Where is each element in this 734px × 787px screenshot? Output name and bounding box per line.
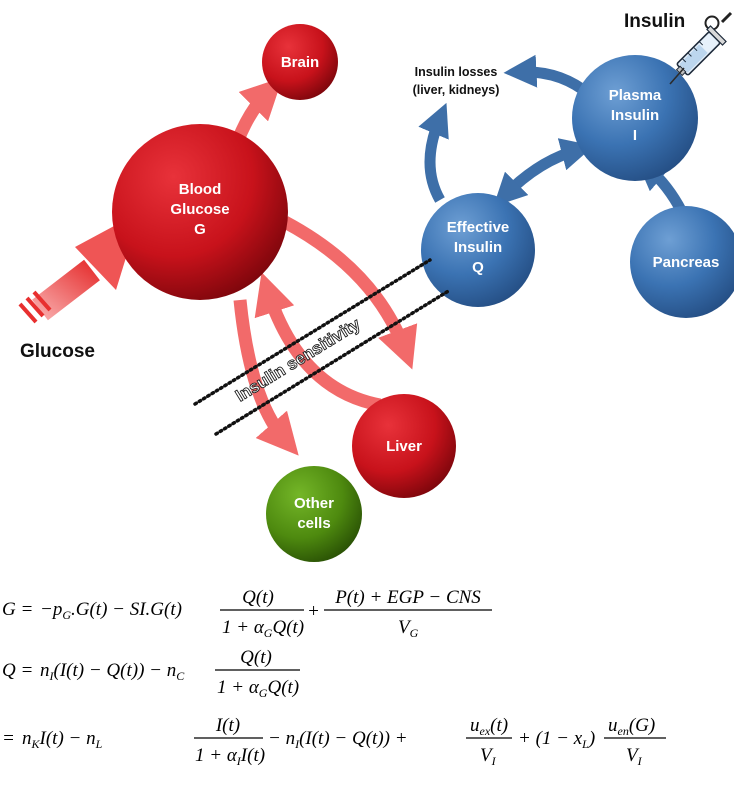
svg-text:nI(I(t) − Q(t)) − nC: nI(I(t) − Q(t)) − nC <box>40 660 185 683</box>
eq2-term1: n <box>40 660 50 681</box>
eq3-f2-den-sub: I <box>491 754 497 768</box>
equation-1: G = −pG.G(t) − SI.G(t) Q(t) 1 + αGQ(t) +… <box>2 587 492 640</box>
eq3-t3-sub: I <box>294 737 300 751</box>
eq2-term2: (I(t) − Q(t)) − n <box>54 660 177 681</box>
eq3-f3-num-end: (G) <box>629 715 655 736</box>
eq2-frac-den-end: Q(t) <box>267 677 299 698</box>
svg-text:Q =: Q = <box>2 660 33 681</box>
eq3-t4: (I(t) − Q(t)) + <box>299 728 407 749</box>
effective-insulin-label-line1: Effective <box>447 219 510 236</box>
insulin-label: Insulin <box>624 11 685 32</box>
eq1-frac1-den: 1 + α <box>222 617 265 638</box>
svg-text:−pG.G(t) − SI.G(t): −pG.G(t) − SI.G(t) <box>40 599 182 622</box>
eq3-f2-num-end: (t) <box>490 715 508 736</box>
brain-label: Brain <box>281 54 319 71</box>
eq3-f1-num: I(t) <box>215 715 240 736</box>
eq3-t3: − n <box>268 728 295 749</box>
eq3-t5-end: ) <box>588 728 595 749</box>
liver-to-glucose-arrow <box>254 272 382 412</box>
eq2-term2-sub: C <box>176 669 185 683</box>
glucose-to-brain-arrow <box>231 77 283 143</box>
svg-text:VI: VI <box>480 745 497 768</box>
eq3-f2-num: u <box>470 715 480 736</box>
blood-glucose-label-line2: Glucose <box>170 201 229 218</box>
eq3-f3-num: u <box>608 715 618 736</box>
eq3-f2-num-sub: ex <box>480 724 491 738</box>
pancreas-label: Pancreas <box>653 254 720 271</box>
svg-text:uen(G): uen(G) <box>608 715 655 738</box>
svg-text:+ (1 − xL): + (1 − xL) <box>518 728 595 751</box>
eq3-lhs: = <box>2 728 15 749</box>
eq1-frac2-den: V <box>398 617 412 638</box>
svg-text:nKI(t) − nL: nKI(t) − nL <box>22 728 103 751</box>
svg-text:− nI(I(t) − Q(t)) +: − nI(I(t) − Q(t)) + <box>268 728 408 751</box>
liver-label: Liver <box>386 438 422 455</box>
svg-text:VI: VI <box>626 745 643 768</box>
node-plasma-insulin: Plasma Insulin I <box>572 55 698 181</box>
insulin-losses-label-line1: Insulin losses <box>415 65 498 79</box>
glucose-to-other-cells-arrow <box>233 299 299 456</box>
eq2-frac-den: 1 + α <box>217 677 260 698</box>
svg-text:uex(t): uex(t) <box>470 715 508 738</box>
eq2-frac-num: Q(t) <box>240 647 272 668</box>
eq3-t2-sub: L <box>95 737 103 751</box>
eq3-f3-num-sub: en <box>618 724 629 738</box>
eq1-term1: −p <box>40 599 62 620</box>
blood-glucose-label-line1: Blood <box>179 181 222 198</box>
eq3-t5: + (1 − x <box>518 728 583 749</box>
node-brain: Brain <box>262 24 338 100</box>
eq1-term2: .G(t) − SI.G(t) <box>71 599 182 620</box>
node-liver: Liver <box>352 394 456 498</box>
eq1-frac2-den-sub: G <box>410 626 419 640</box>
eq3-t1-sub: K <box>31 737 41 751</box>
svg-text:1 + αII(t): 1 + αII(t) <box>195 745 265 768</box>
plasma-insulin-label-line2: Insulin <box>611 107 659 124</box>
plasma-effective-exchange-arrow <box>493 138 594 207</box>
eq3-f1-den-end: I(t) <box>240 745 265 766</box>
eq1-lhs: G = <box>2 599 33 620</box>
node-other-cells: Other cells <box>266 466 362 562</box>
blood-glucose-label-line3: G <box>194 221 206 238</box>
eq1-frac2-num: P(t) + EGP − CNS <box>334 587 481 608</box>
effective-insulin-label-line3: Q <box>472 259 484 276</box>
svg-text:1 + αGQ(t): 1 + αGQ(t) <box>222 617 304 640</box>
svg-text:VG: VG <box>398 617 419 640</box>
eq2-frac-den-sub: G <box>259 686 268 700</box>
equation-3: = nKI(t) − nL I(t) 1 + αII(t) − nI(I(t) … <box>2 715 666 768</box>
node-blood-glucose: Blood Glucose G <box>112 124 288 300</box>
insulin-losses-label-line2: (liver, kidneys) <box>413 83 500 97</box>
svg-text:1 + αGQ(t): 1 + αGQ(t) <box>217 677 299 700</box>
node-effective-insulin: Effective Insulin Q <box>421 193 535 307</box>
node-pancreas: Pancreas <box>630 206 734 318</box>
eq3-f1-den: 1 + α <box>195 745 238 766</box>
eq2-term1-sub: I <box>49 669 55 683</box>
effective-to-losses-arrow <box>418 102 449 203</box>
eq1-frac1-den-end: Q(t) <box>272 617 304 638</box>
syringe-icon <box>669 11 733 85</box>
eq3-t2: I(t) − n <box>39 728 96 749</box>
plasma-insulin-label-line1: Plasma <box>609 87 662 104</box>
eq1-plus: + <box>307 601 320 622</box>
eq3-f2-den: V <box>480 745 494 766</box>
glucose-label: Glucose <box>20 341 95 362</box>
effective-insulin-label-line2: Insulin <box>454 239 502 256</box>
eq3-f1-den-sub: I <box>236 754 242 768</box>
glucose-to-liver-arrow <box>281 216 418 370</box>
eq1-term1-sub: G <box>62 608 71 622</box>
equation-2: Q = nI(I(t) − Q(t)) − nC Q(t) 1 + αGQ(t) <box>2 647 300 700</box>
eq3-f3-den-sub: I <box>637 754 643 768</box>
eq3-t1: n <box>22 728 32 749</box>
eq1-frac1-den-sub: G <box>264 626 273 640</box>
plasma-insulin-label-line3: I <box>633 127 637 144</box>
svg-text:G =: G = <box>2 599 33 620</box>
eq1-frac1-num: Q(t) <box>242 587 274 608</box>
eq3-t5-sub: L <box>581 737 589 751</box>
eq3-f3-den: V <box>626 745 640 766</box>
other-cells-label-line2: cells <box>297 515 330 532</box>
eq2-lhs: Q = <box>2 660 33 681</box>
other-cells-label-line1: Other <box>294 495 334 512</box>
